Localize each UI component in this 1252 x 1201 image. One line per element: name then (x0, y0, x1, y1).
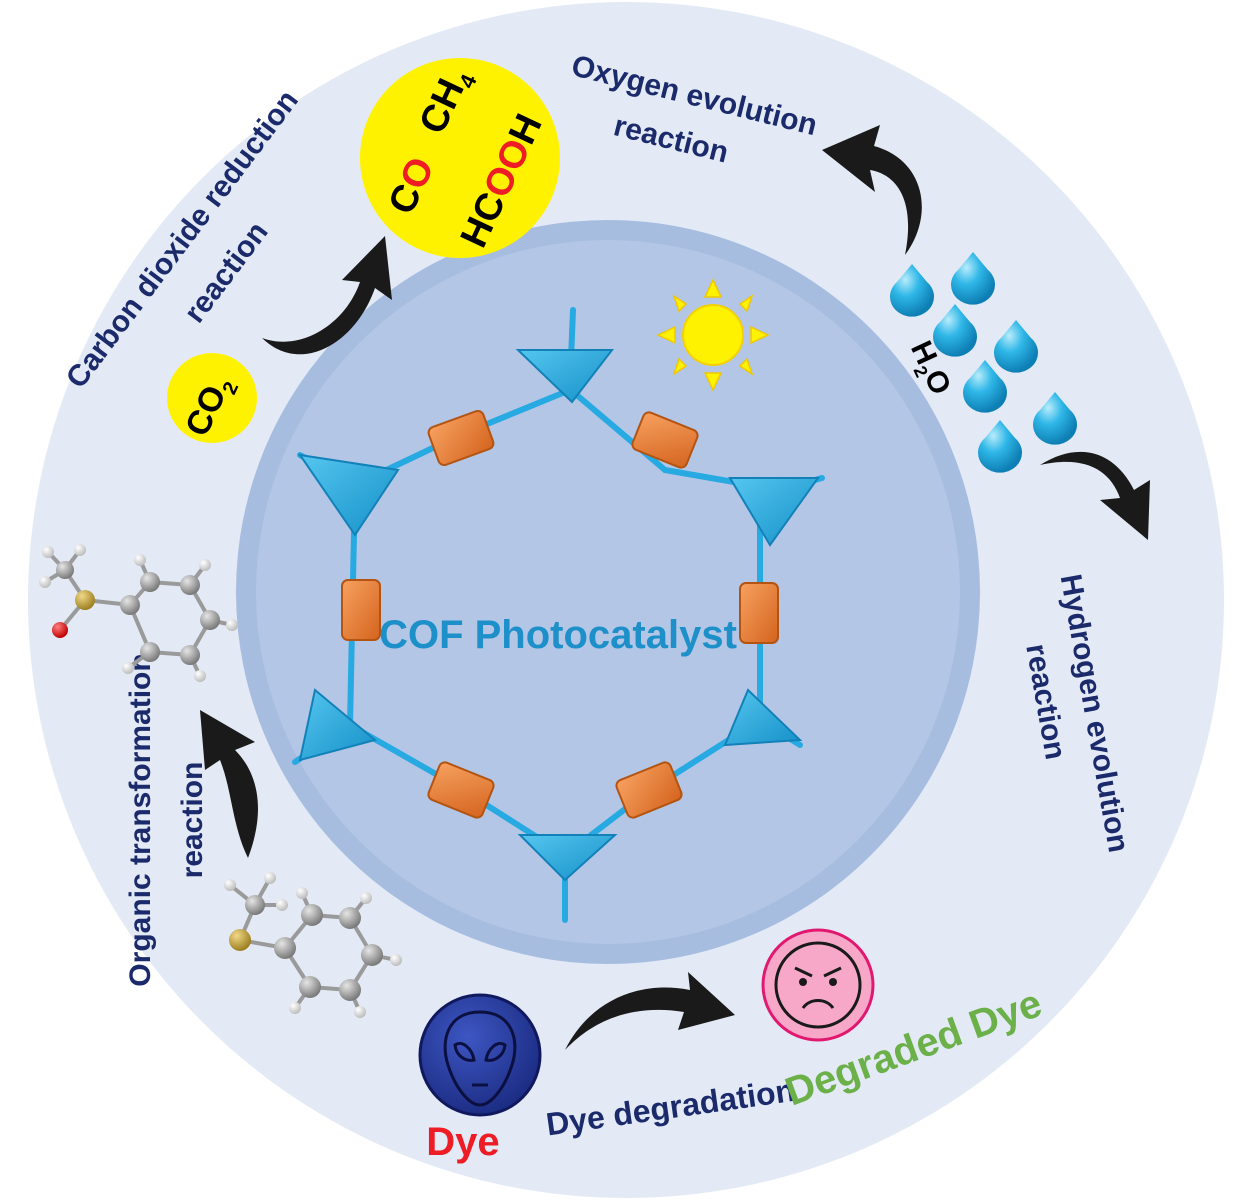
arrow-co2-to-products (262, 236, 392, 355)
arrow-water-to-oxygen (822, 125, 922, 255)
droplet-icon (1033, 392, 1077, 445)
node-3 (739, 582, 779, 644)
linker-left-top (297, 453, 400, 537)
linker-top (515, 349, 615, 404)
droplet-icon (994, 320, 1038, 373)
node-6 (615, 761, 683, 819)
droplet-icon (889, 264, 934, 317)
droplet-icon (951, 252, 995, 305)
node-2 (631, 411, 699, 469)
degraded-dye-icon (761, 928, 875, 1042)
co2-products-bubble: CH4 CO HCOOH (360, 58, 560, 258)
node-4 (341, 579, 381, 641)
linker-left-bottom (298, 688, 378, 762)
co2-bubble: CO2 (167, 353, 257, 443)
sun-icon (656, 278, 770, 392)
arrow-water-to-hydrogen (1040, 451, 1150, 540)
cof-linker-nodes (297, 349, 820, 882)
droplet-icon (963, 360, 1007, 413)
inner-disc (256, 240, 960, 944)
arrow-dye-degradation (565, 972, 735, 1050)
linker-right-top (728, 477, 820, 547)
node-5 (427, 761, 495, 819)
organic-transformation-label: Organic transformation reaction (124, 653, 209, 986)
linker-right-bottom (723, 688, 803, 747)
center-label: COF Photocatalyst (379, 613, 737, 657)
organic-transformation-line1: Organic transformation (124, 653, 157, 986)
dye-icon (418, 993, 542, 1117)
organic-transformation-line2: reaction (176, 762, 209, 879)
dye-label: Dye (426, 1120, 499, 1164)
droplet-icon (978, 420, 1022, 473)
droplet-icon (933, 304, 978, 357)
arrow-organic-transformation (200, 710, 258, 858)
water-droplets (889, 252, 1077, 473)
sulfoxide-molecule (39, 544, 238, 682)
linker-bottom (517, 834, 618, 882)
node-1 (427, 409, 495, 467)
cof-orange-nodes (341, 409, 779, 819)
thioanisole-molecule (224, 872, 402, 1018)
